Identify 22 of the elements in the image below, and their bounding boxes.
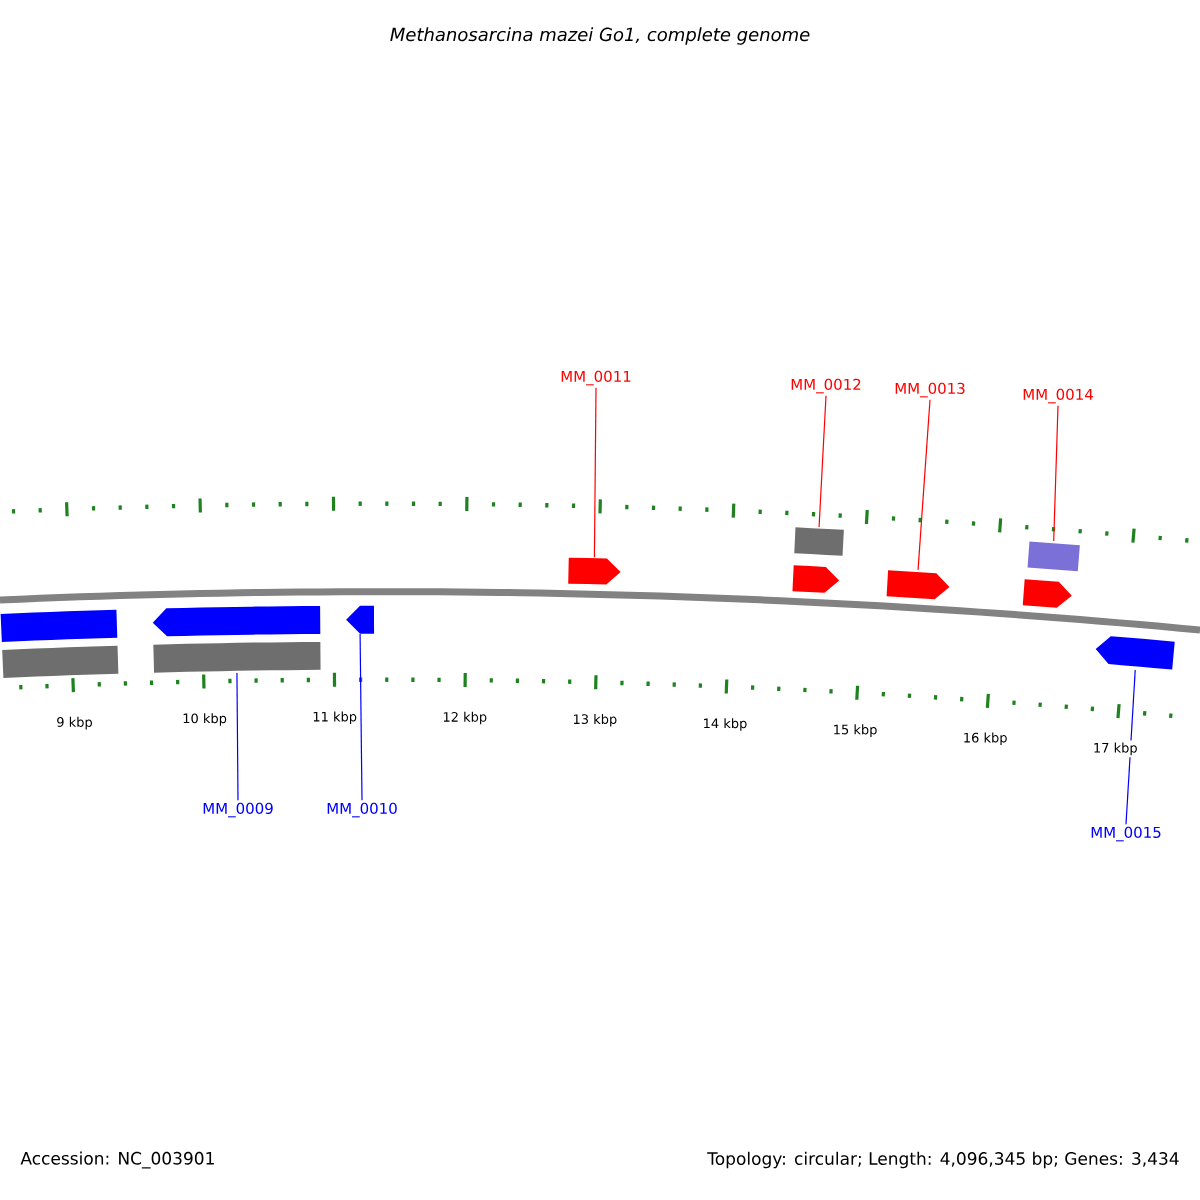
genome-info-text: Topology: circular; Length: 4,096,345 bp; Genes: 3,434 (707, 1151, 1179, 1169)
title: Methanosarcina mazei Go1, complete genome (390, 27, 810, 45)
gene-bar (0, 609, 118, 642)
gene-feature (346, 605, 375, 634)
gene-bar (1027, 541, 1080, 572)
gene-feature (792, 565, 840, 593)
leader-line (917, 399, 931, 571)
leader-line (818, 395, 827, 528)
gene-feature (1095, 636, 1175, 670)
leader-line (236, 672, 239, 801)
leader-line (1053, 405, 1059, 542)
gene-bar (153, 641, 321, 673)
gene-bar (2, 645, 119, 678)
gene-bar (794, 527, 844, 556)
leader-line (593, 387, 597, 558)
gene-feature (886, 570, 950, 600)
gene-feature (1022, 579, 1072, 608)
leader-line (1125, 669, 1136, 825)
gene-feature (152, 605, 321, 637)
gene-feature (568, 557, 621, 585)
leader-line (359, 633, 363, 801)
accession-text: Accession: NC_003901 (20, 1151, 214, 1169)
